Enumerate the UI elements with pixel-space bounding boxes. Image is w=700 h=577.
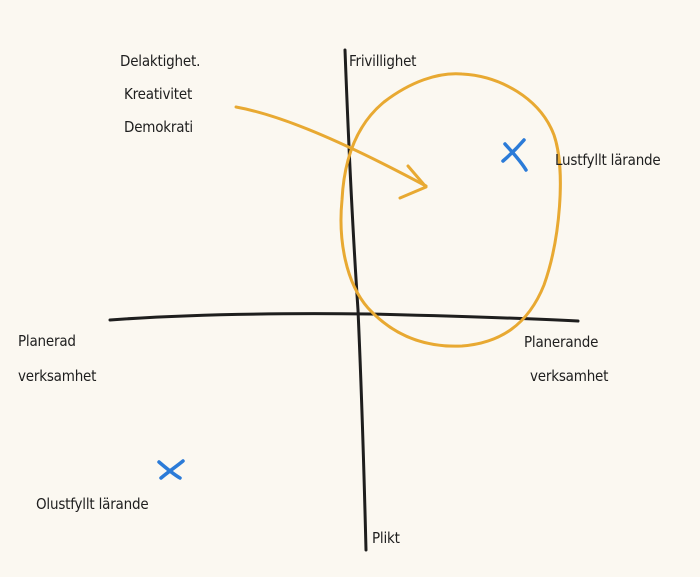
negative-marker-icon xyxy=(157,459,185,480)
axis-right-label-line1: Planerande xyxy=(524,333,599,351)
vertical-axis xyxy=(343,48,368,552)
annotation-arrow xyxy=(234,105,428,188)
positive-marker-label: Lustfyllt lärande xyxy=(555,151,661,169)
positive-marker-icon xyxy=(501,138,528,172)
annotation-arrow-head xyxy=(398,164,428,200)
annotation-line1: Delaktighet. xyxy=(120,52,201,70)
axis-left-label-line1: Planerad xyxy=(18,332,76,350)
axis-top-label: Frivillighet xyxy=(349,52,417,70)
horizontal-axis xyxy=(108,312,580,323)
annotation-line3: Demokrati xyxy=(124,118,193,136)
negative-marker-label: Olustfyllt lärande xyxy=(36,495,149,513)
annotation-line2: Kreativitet xyxy=(124,85,193,103)
highlight-circle xyxy=(339,72,562,348)
axis-bottom-label: Plikt xyxy=(372,529,400,547)
axis-right-label-line2: verksamhet xyxy=(530,367,609,385)
axis-left-label-line2: verksamhet xyxy=(18,367,97,385)
